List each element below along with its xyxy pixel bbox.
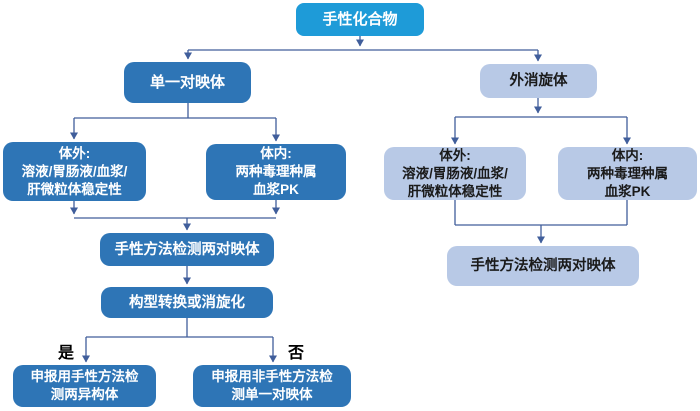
node-line: 申报用手性方法检 [30,369,139,384]
node-report-chiral: 申报用手性方法检 测两异构体 [13,365,156,407]
node-line: 溶液/胃肠液/血浆/ [21,163,128,179]
node-single-enantiomer: 单一对映体 [124,62,251,103]
node-line: 测两异构体 [50,387,119,402]
node-line: 体内: [611,147,644,163]
node-label: 手性方法检测两对映体 [114,241,260,258]
node-left-chiral-method: 手性方法检测两对映体 [100,233,274,266]
node-line: 体外: [58,145,91,161]
node-line: 体外: [439,147,471,163]
connector-lines [70,36,631,363]
node-config-conversion: 构型转换或消旋化 [101,287,273,318]
branch-label-yes: 是 [58,345,75,362]
node-racemate: 外消旋体 [480,64,597,98]
node-line: 血浆PK [253,182,299,197]
node-line: 申报用非手性方法检 [211,369,333,384]
node-label: 手性化合物 [322,10,398,28]
node-line: 溶液/胃肠液/血浆/ [402,165,508,181]
node-right-in-vitro: 体外: 溶液/胃肠液/血浆/ 肝微粒体稳定性 [384,147,526,200]
node-label: 单一对映体 [149,73,225,91]
node-chiral-compound: 手性化合物 [296,3,424,36]
node-left-in-vivo: 体内: 两种毒理种属 血浆PK [206,144,346,200]
node-line: 测单一对映体 [231,387,313,402]
node-label: 外消旋体 [509,73,568,89]
node-right-chiral-method: 手性方法检测两对映体 [447,246,639,286]
node-line: 两种毒理种属 [235,164,317,179]
node-right-in-vivo: 体内: 两种毒理种属 血浆PK [558,147,697,200]
node-line: 肝微粒体稳定性 [407,183,503,199]
branch-label-no: 否 [288,345,305,362]
node-line: 血浆PK [604,183,651,199]
node-line: 肝微粒体稳定性 [27,181,122,197]
node-label: 构型转换或消旋化 [129,294,245,311]
node-report-achiral: 申报用非手性方法检 测单一对映体 [193,365,351,407]
node-left-in-vitro: 体外: 溶液/胃肠液/血浆/ 肝微粒体稳定性 [3,142,146,201]
node-line: 两种毒理种属 [587,165,668,181]
node-line: 体内: [260,146,292,161]
node-label: 手性方法检测两对映体 [470,258,616,274]
